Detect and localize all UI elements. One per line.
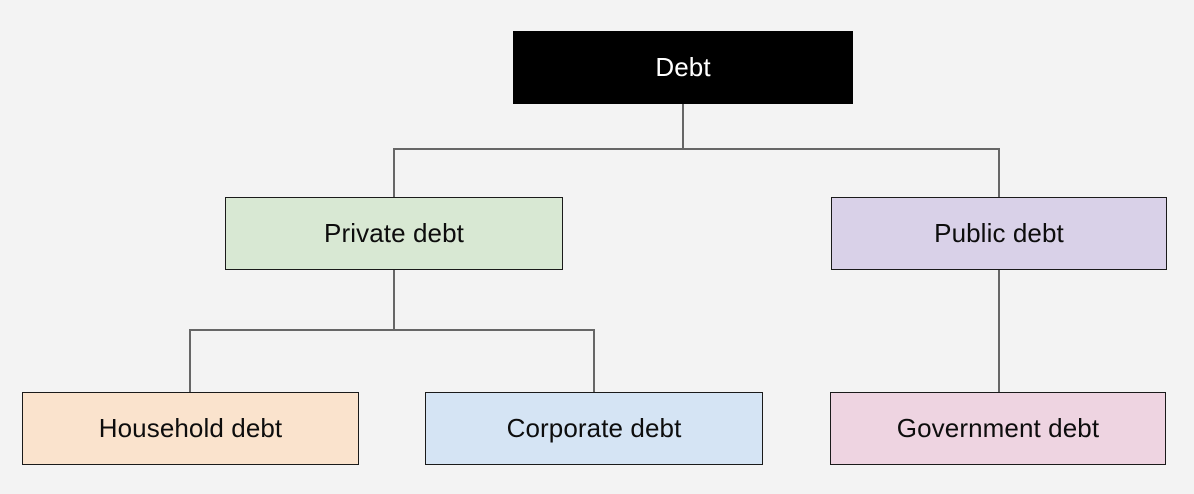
node-household-debt[interactable]: Household debt	[22, 392, 359, 465]
node-government-debt[interactable]: Government debt	[830, 392, 1166, 465]
edge-private-debt-to-corporate-debt	[393, 270, 595, 392]
node-debt[interactable]: Debt	[513, 31, 853, 104]
node-debt-label: Debt	[655, 51, 711, 82]
node-household-debt-label: Household debt	[98, 412, 283, 443]
edge-private-debt-to-household-debt	[189, 270, 395, 392]
node-public-debt-label: Public debt	[934, 217, 1064, 248]
node-corporate-debt-label: Corporate debt	[506, 412, 682, 443]
node-public-debt[interactable]: Public debt	[831, 197, 1167, 270]
node-corporate-debt[interactable]: Corporate debt	[425, 392, 763, 465]
node-private-debt-label: Private debt	[324, 217, 464, 248]
node-private-debt[interactable]: Private debt	[225, 197, 563, 270]
edge-debt-to-public-debt	[682, 104, 1000, 197]
edge-debt-to-private-debt	[393, 104, 684, 197]
node-government-debt-label: Government debt	[896, 412, 1100, 443]
